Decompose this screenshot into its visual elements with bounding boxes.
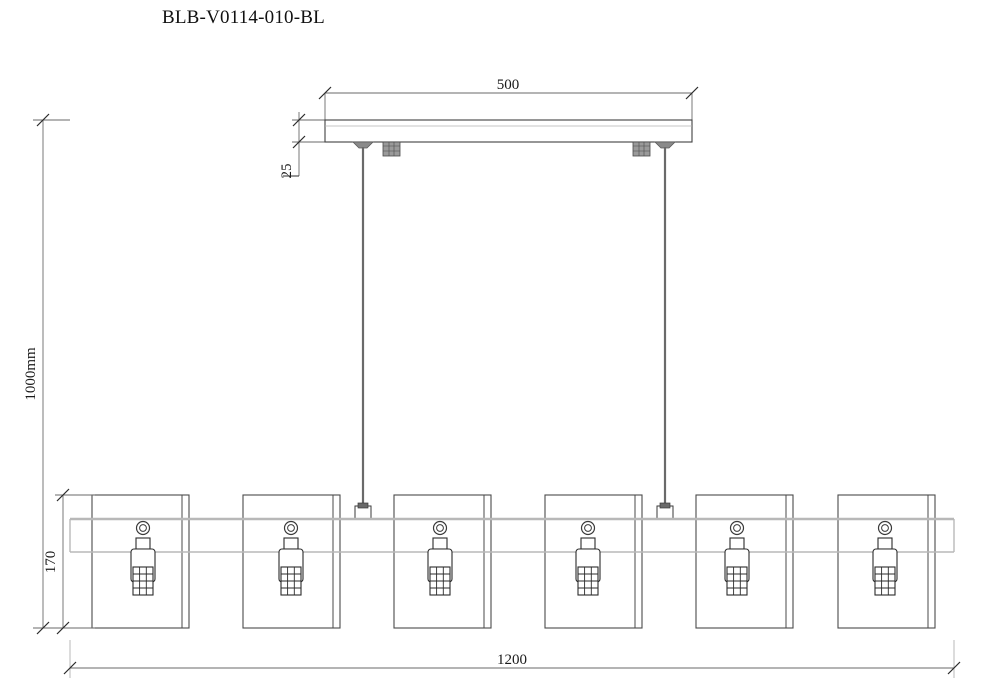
socket-ring [135, 520, 151, 536]
dimension-canopy-length: 500 [318, 77, 699, 120]
horizontal-rail [69, 517, 955, 553]
dimension-label-overall-width: 1200 [497, 652, 527, 668]
cable-bracket-cap-right [659, 502, 671, 509]
ceiling-canopy [324, 119, 693, 143]
dimension-total-drop: 1000mm [23, 113, 70, 635]
socket-ring [432, 520, 448, 536]
lamp-assembly [130, 520, 156, 596]
suspension-cable-right [654, 141, 676, 520]
threaded-base [577, 566, 599, 596]
dimension-label-canopy-length: 500 [497, 77, 520, 93]
cable-connector-left [382, 141, 401, 157]
dimension-label-total-drop: 1000mm [23, 347, 39, 401]
lamp-shade [91, 494, 190, 629]
dimension-label-shade-height: 170 [43, 551, 59, 574]
cable-cone-fitting-left [352, 141, 374, 149]
threaded-base [280, 566, 302, 596]
cable-connector-right [632, 141, 651, 157]
dimension-label-canopy-thickness: 25 [279, 164, 295, 179]
socket-ring [729, 520, 745, 536]
lamp-assembly [278, 520, 304, 596]
lamp-assembly [575, 520, 601, 596]
socket-ring [283, 520, 299, 536]
page-title: BLB-V0114-010-BL [162, 7, 325, 28]
dimension-shade-height: 170 [43, 488, 95, 635]
suspension-cable-left [352, 141, 374, 520]
threaded-base [429, 566, 451, 596]
cable-bracket-cap-left [357, 502, 369, 509]
socket-ring [580, 520, 596, 536]
socket-ring [877, 520, 893, 536]
threaded-base [132, 566, 154, 596]
cable-cone-fitting-right [654, 141, 676, 149]
threaded-base [726, 566, 748, 596]
lamp-assembly [724, 520, 750, 596]
dimension-overall-width: 1200 [63, 640, 961, 678]
threaded-base [874, 566, 896, 596]
dimension-canopy-thickness: 25 [279, 112, 325, 179]
lamp-assembly [427, 520, 453, 596]
lamp-assembly [872, 520, 898, 596]
